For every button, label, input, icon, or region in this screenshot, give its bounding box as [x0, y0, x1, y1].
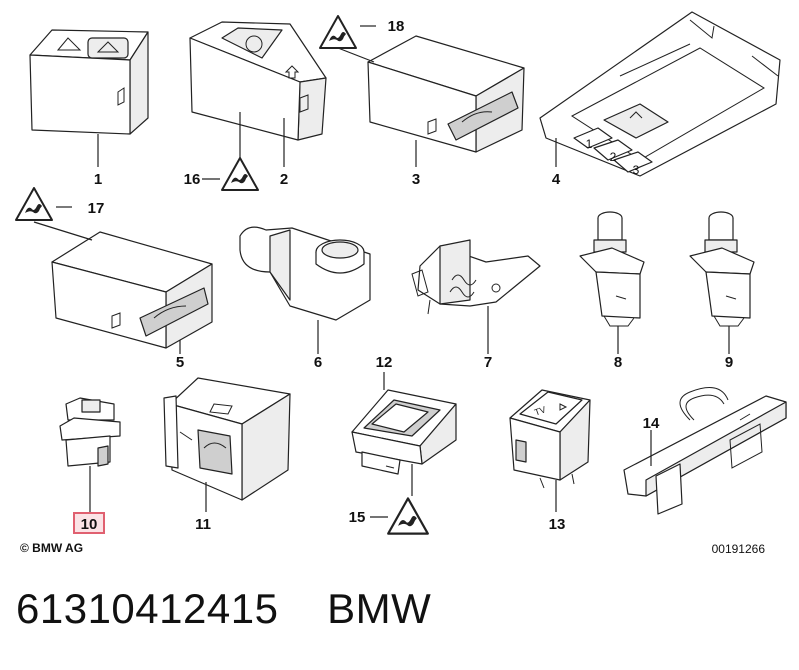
part-2-rocker-switch: [189, 21, 327, 167]
label-2: 2: [280, 171, 288, 188]
part-13-tv-switch: TV: [509, 389, 591, 512]
image-code: 00191266: [711, 542, 765, 556]
part-4-switch-housing: [539, 11, 781, 177]
part-number: 61310412415: [16, 585, 279, 632]
warning-triangle-icon: [56, 37, 82, 51]
label-8: 8: [614, 354, 622, 371]
slot-2: 2: [610, 150, 617, 164]
label-1: 1: [94, 171, 102, 188]
label-17: 17: [88, 200, 105, 217]
part-10-micro-switch: [59, 397, 121, 512]
part-6-contact-switch: [239, 226, 371, 354]
slot-1: 1: [586, 137, 593, 151]
label-10-highlight: [73, 512, 105, 534]
label-16: 16: [184, 171, 201, 188]
copyright-text: © BMW AG: [20, 541, 84, 555]
label-5: 5: [176, 354, 184, 371]
arrow-icon: [284, 65, 300, 79]
part-12-cover-switch: [351, 372, 457, 496]
slot-3: 3: [633, 163, 640, 177]
label-18: 18: [388, 18, 405, 35]
hazard-triangle-icon: [96, 41, 120, 53]
label-4: 4: [552, 171, 561, 188]
part-11-seat-switch: [163, 377, 291, 512]
part-5-trunk-switch: [51, 231, 213, 354]
part-14-cable-switch: [623, 387, 787, 515]
label-13: 13: [549, 516, 566, 533]
label-14: 14: [643, 415, 660, 432]
part-8-pin-switch: [579, 211, 645, 354]
lock-icon: [245, 35, 263, 53]
label-6: 6: [314, 354, 322, 371]
part-3-trunk-switch: [367, 35, 525, 167]
trunk-release-icon: [153, 305, 187, 319]
part-9-pin-switch: [689, 211, 755, 354]
label-11: 11: [195, 516, 211, 533]
label-12: 12: [376, 354, 393, 371]
label-15: 15: [349, 509, 366, 526]
label-9: 9: [725, 354, 733, 371]
part-7-bracket-switch: [411, 239, 541, 354]
brand-name: BMW: [327, 585, 432, 632]
label-3: 3: [412, 171, 420, 188]
part-1-hazard-switch: [29, 29, 149, 167]
footer-caption: 61310412415 BMW: [16, 585, 431, 633]
tv-button-label: TV: [533, 404, 547, 417]
label-7: 7: [484, 354, 492, 371]
label-10: 10: [81, 516, 98, 533]
